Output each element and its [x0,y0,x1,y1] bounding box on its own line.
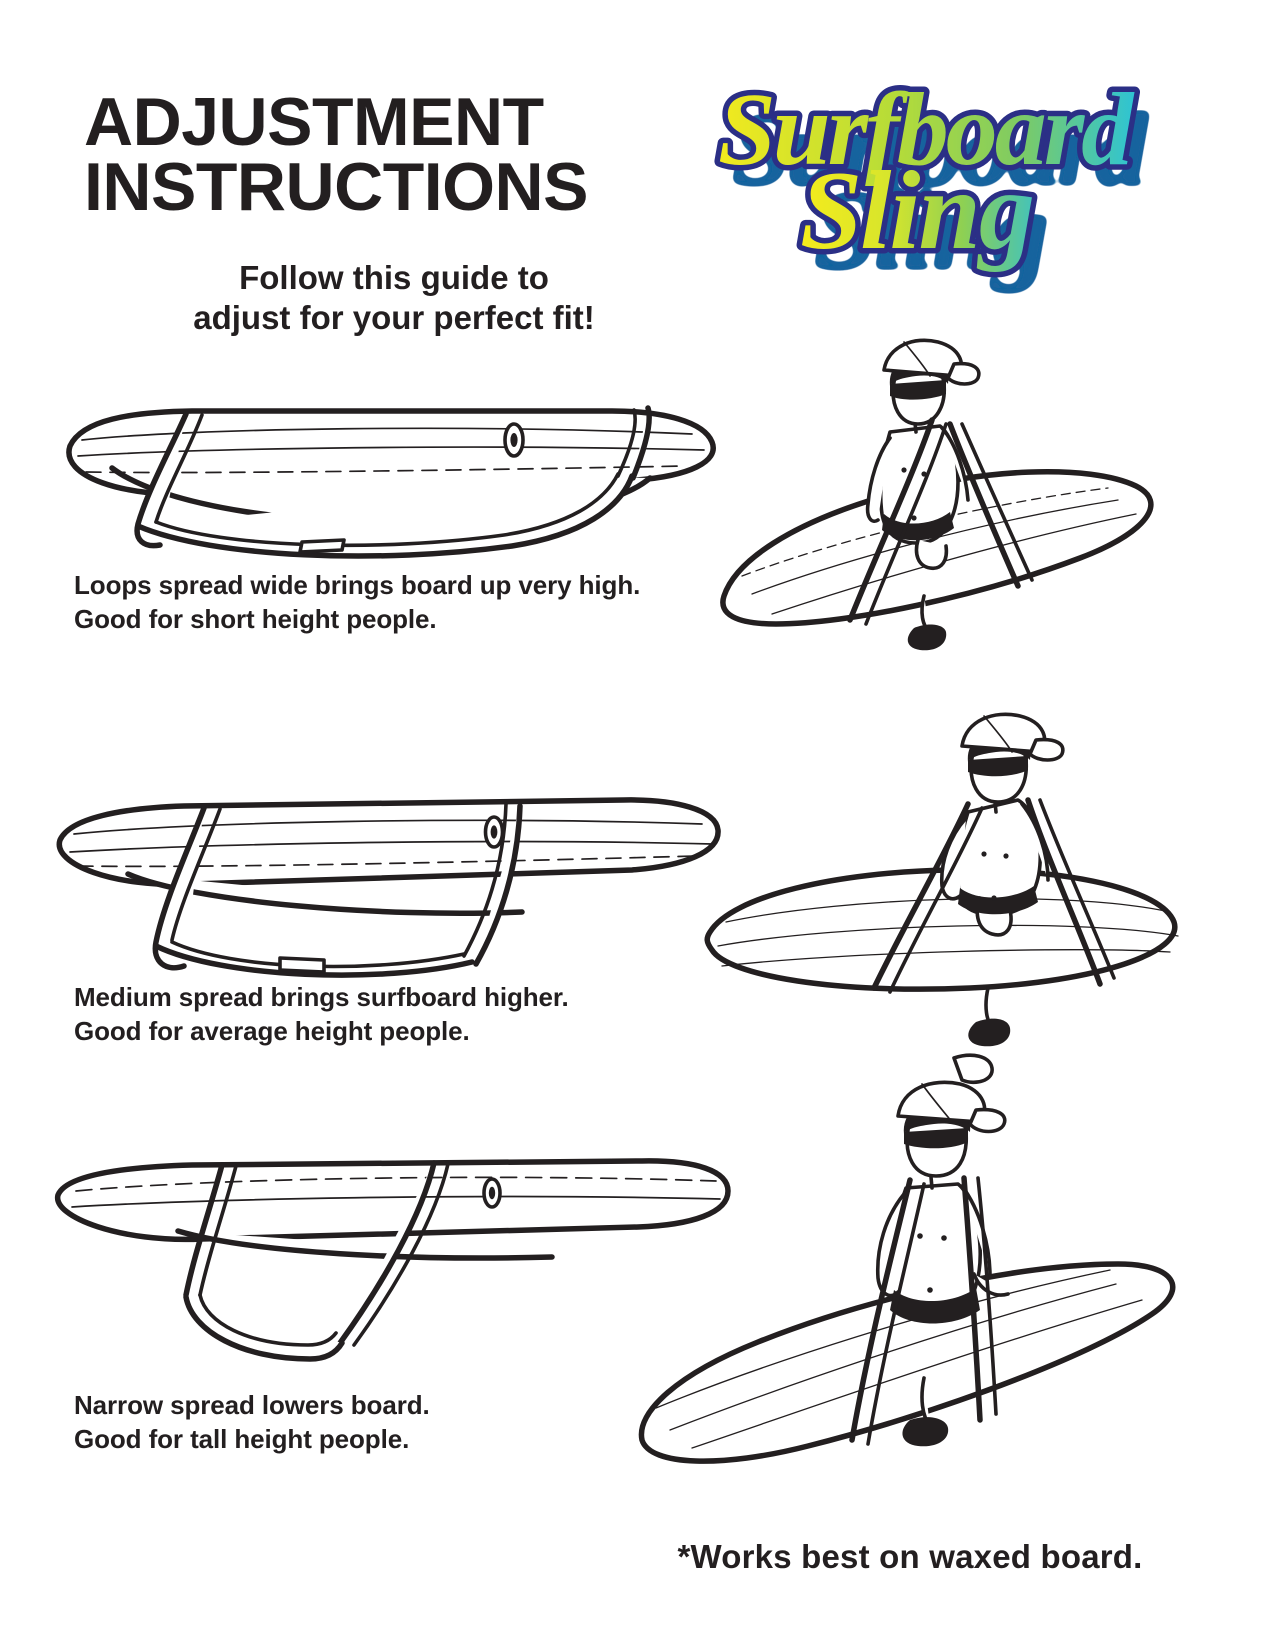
footer-note: *Works best on waxed board. [677,1538,1143,1575]
strap-adjuster-buckle [278,956,326,974]
sunglasses [890,380,946,400]
logo-outline: Surfboard Sling [713,67,1144,279]
svg-text:Sling: Sling [814,169,1047,293]
sling-strap [849,1175,998,1446]
caption-medium: Medium spread brings surfboard higher. G… [74,982,569,1047]
cap [960,712,1065,762]
page-subtitle: Follow this guide to adjust for your per… [193,259,595,337]
sunglasses [968,756,1028,777]
diagram-surfer-wide [718,328,1178,658]
logo-text-line2: Sling [800,149,1033,273]
sling-strap [871,797,1116,994]
diagram-surfer-narrow [618,1048,1183,1473]
vent-grommet [482,1177,502,1209]
caption-narrow: Narrow spread lowers board. Good for tal… [74,1390,430,1455]
surfer-figure [865,338,981,651]
diagram-board-pack-narrow [52,1135,742,1385]
vent-grommet [483,815,505,849]
caption-wide: Loops spread wide brings board up very h… [74,570,641,635]
page-title: ADJUSTMENT INSTRUCTIONS [84,84,589,225]
page-title-block: ADJUSTMENT INSTRUCTIONS [84,84,704,225]
surfboard [704,867,1179,992]
svg-text:Sling: Sling [800,149,1033,273]
logo-drop-shadow: Surfboard Sling [732,92,1152,293]
svg-text:Surfboard: Surfboard [718,72,1135,187]
cap [882,338,981,386]
diagram-board-pack-medium [52,778,742,978]
sunglasses [904,1128,968,1149]
surfboard-sling-logo: Surfboard Sling Surfboard Sling Surfboar… [700,52,1170,302]
diagram-board-pack-wide [52,398,742,559]
logo-text-line1: Surfboard [718,72,1135,187]
vent-grommet [503,422,525,458]
cap [896,1080,1007,1134]
svg-text:Surfboard: Surfboard [732,92,1149,207]
sling-strap [847,417,1034,626]
diagram-surfer-medium [650,700,1195,1055]
strap-adjuster-buckle [298,538,346,554]
